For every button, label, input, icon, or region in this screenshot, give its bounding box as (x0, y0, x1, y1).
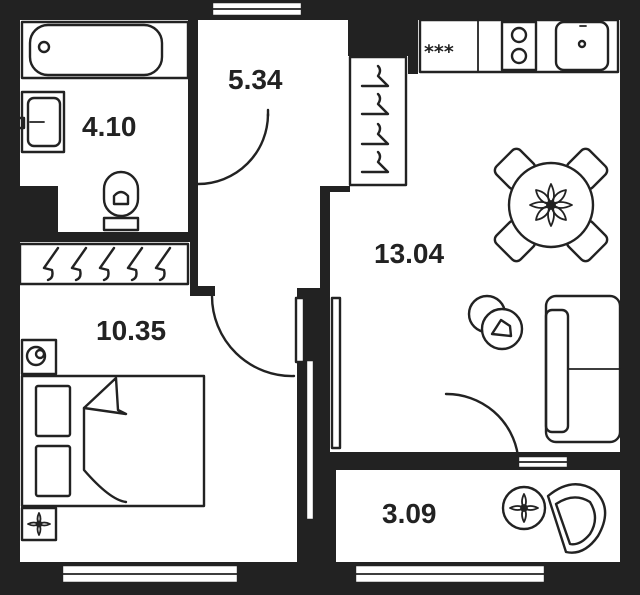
bed-icon (20, 374, 206, 508)
sliding-doors (294, 296, 342, 522)
pillow-icon (34, 384, 72, 438)
hanger-icon (360, 150, 390, 174)
wall-bath-divider (188, 20, 198, 186)
wall-bedroom-top (20, 232, 198, 242)
balcony-flower-table (501, 485, 547, 531)
wall-wardrobe-left (320, 186, 350, 192)
hanger-icon (360, 64, 390, 88)
hob-icon (500, 20, 538, 72)
toilet-icon (102, 170, 140, 232)
door-swing-icon (444, 392, 570, 470)
room-area-bathroom: 4.10 (82, 111, 137, 142)
sink-icon (16, 90, 66, 154)
nightstand-lamp (20, 338, 58, 376)
windows (60, 0, 547, 585)
wardrobe-hallway (348, 55, 408, 187)
flower-icon (529, 183, 573, 227)
window-icon (353, 563, 547, 585)
stove-icon: *** (424, 19, 479, 73)
wall-corridor-strip (320, 288, 330, 562)
door-swing-icon (196, 108, 270, 186)
hanger-icon (98, 246, 116, 282)
door-swing-icon (210, 294, 296, 378)
flower-icon (509, 493, 539, 523)
coffee-table-icon (467, 294, 524, 351)
floor-corridor (215, 286, 297, 562)
hanger-icon (42, 246, 60, 282)
hanger-icon (154, 246, 172, 282)
nightstand-flower (20, 506, 58, 542)
floor-hallway-lower (198, 108, 320, 288)
room-area-balcony: 3.09 (382, 498, 437, 529)
wall-balcony-top (330, 452, 620, 470)
window-icon (210, 0, 304, 18)
pillow-icon (34, 444, 72, 498)
sofa-icon (544, 294, 622, 444)
wall-bath-bottom (20, 186, 58, 232)
wall-balcony-left (320, 452, 336, 562)
window-icon (60, 563, 240, 585)
room-area-kitchen-living: 13.04 (374, 238, 444, 269)
bathtub-icon (20, 20, 190, 80)
wardrobe-bedroom (18, 242, 190, 286)
kitchen-counter (418, 18, 620, 74)
hanger-icon (70, 246, 88, 282)
dining-table-icon (493, 147, 609, 263)
hanger-icon (360, 122, 390, 146)
hanger-icon (126, 246, 144, 282)
wall-corridor-right (297, 288, 330, 298)
hanger-icon (360, 92, 390, 116)
armchair-icon (546, 483, 607, 554)
room-area-bedroom: 10.35 (96, 315, 166, 346)
flower-icon (27, 512, 51, 536)
wall-hall-bedroom (190, 286, 215, 296)
kitchen-sink-icon (554, 20, 610, 72)
room-area-hallway: 5.34 (228, 64, 283, 95)
stove-symbol: *** (424, 41, 454, 63)
